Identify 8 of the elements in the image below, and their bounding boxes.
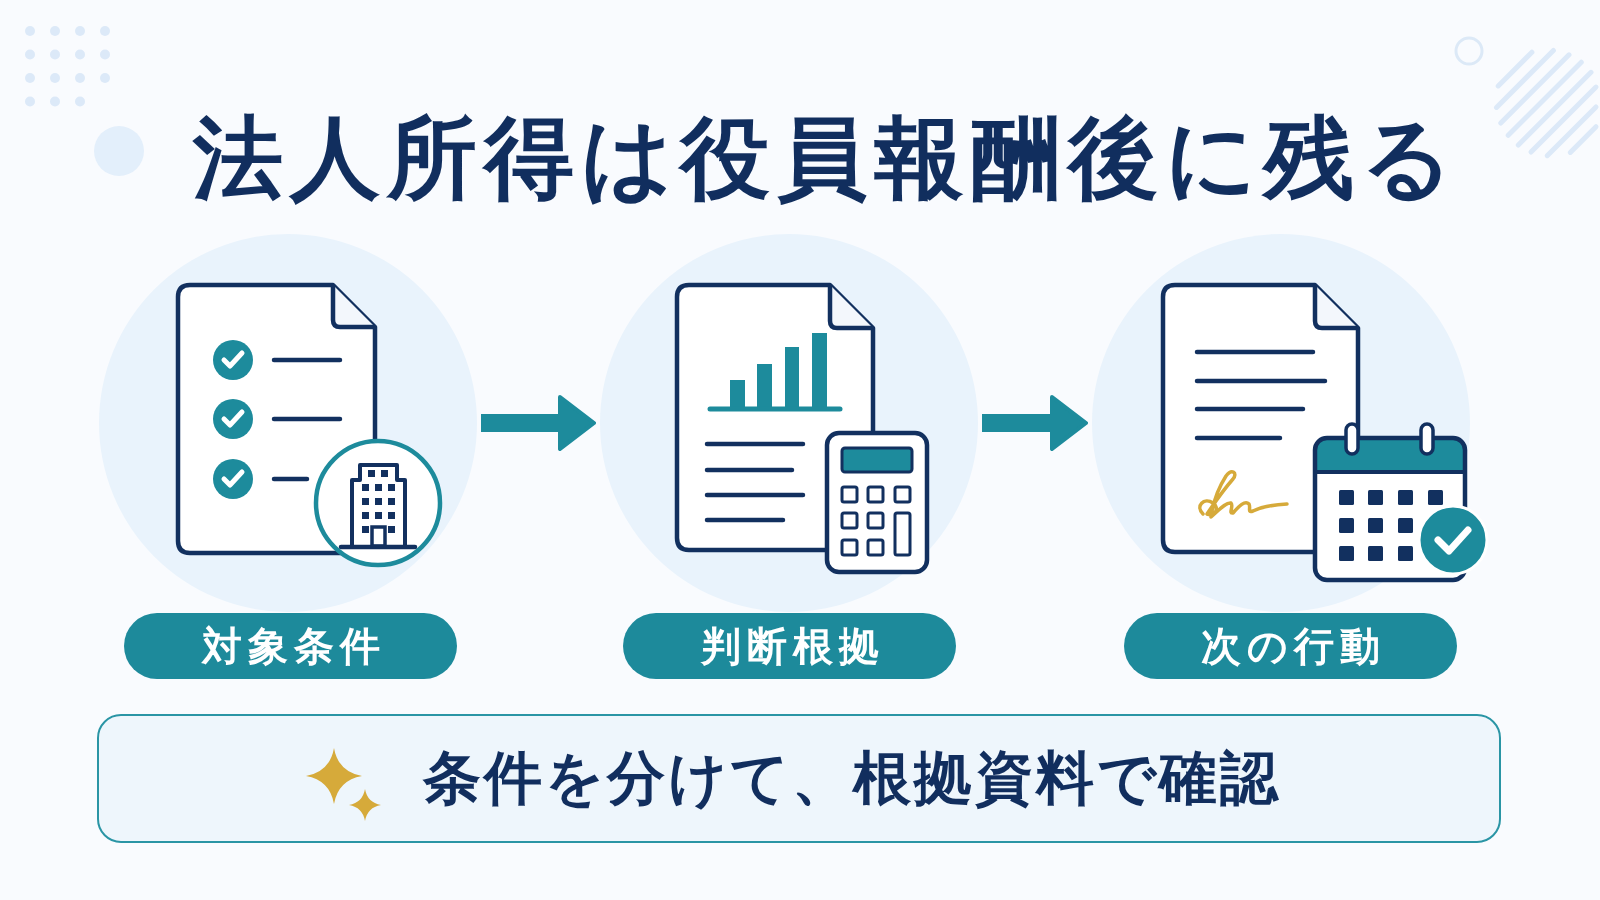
title: 法人所得は役員報酬後に残る	[191, 110, 1461, 206]
step-label: 判断根拠	[623, 613, 956, 679]
step-label: 次の行動	[1124, 613, 1457, 679]
summary-panel	[97, 714, 1501, 843]
summary-text: 条件を分けて、根拠資料で確認	[423, 744, 1281, 812]
step-label: 対象条件	[124, 613, 457, 679]
arrow	[982, 395, 1088, 451]
arrow	[481, 395, 596, 451]
